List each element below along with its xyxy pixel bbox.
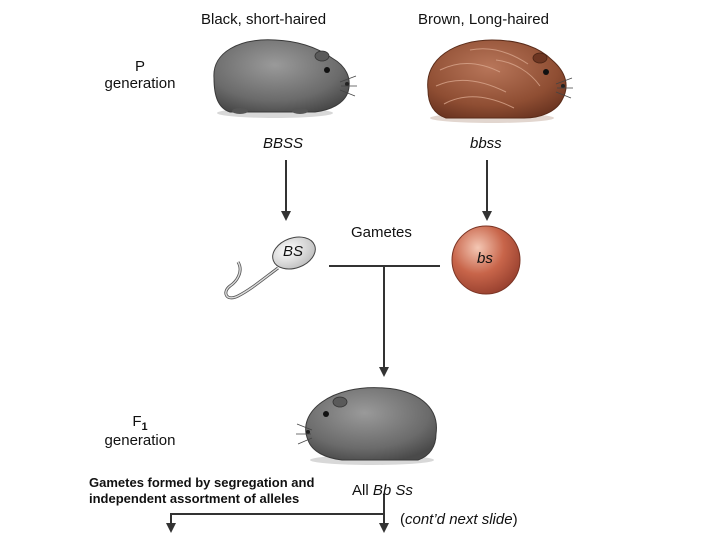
black-guinea-pig-icon [213,39,357,118]
f1-guinea-pig-icon [296,387,437,465]
black-genotype: BBSS [263,135,304,152]
egg-genotype: bs [477,250,493,267]
black-parent-label: Black, short-haired [201,11,327,28]
sperm-genotype: BS [283,243,304,260]
egg-icon [451,225,521,295]
brown-parent-label: Brown, Long-haired [418,11,549,28]
offspring-genotype-label: All Bb Ss [352,482,413,499]
brown-genotype: bbss [470,135,502,152]
p-generation-label: P generation [104,58,176,92]
gametes-label: Gametes [351,224,412,241]
brown-guinea-pig-icon [427,39,573,123]
f1-generation-label: F1 generation [104,413,176,450]
sperm-icon [224,236,316,300]
gametes-note: Gametes formed by segregation and indepe… [89,475,315,507]
continued-note: (cont’d next slide) [400,511,518,528]
